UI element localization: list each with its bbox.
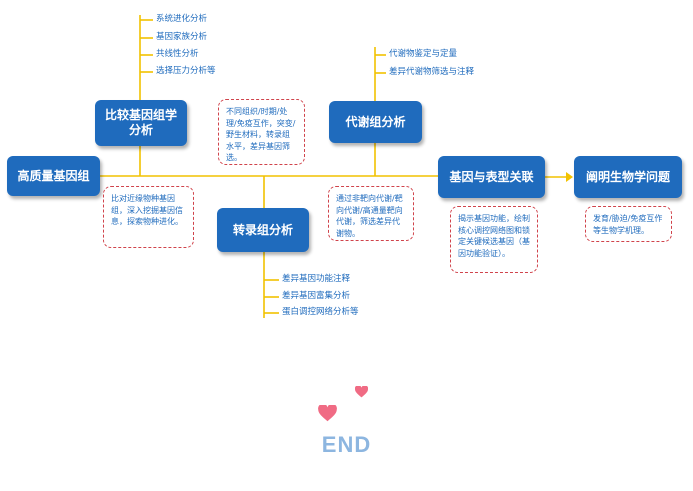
end-label: END — [321, 432, 372, 457]
branch-item: 基因家族分析 — [156, 32, 208, 42]
small-heart-icon — [355, 386, 368, 398]
note-comparative: 比对近缘物种基因组，深入挖掘基因信息，探索物种进化。 — [103, 186, 194, 248]
branch-item: 蛋白调控网络分析等 — [282, 307, 359, 317]
note-transcriptome: 不同组织/时期/处理/免疫互作，突变/野生材料，转录组水平，差异基因筛选。 — [218, 99, 305, 165]
heart-icon — [318, 405, 337, 422]
note-metabolome: 通过非靶向代谢/靶向代谢/高通量靶向代谢，筛选差异代谢物。 — [328, 186, 414, 241]
branch-item: 差异基因功能注释 — [282, 274, 351, 284]
node-transcriptome: 转录组分析 — [217, 208, 309, 252]
branch-item: 系统进化分析 — [156, 14, 208, 24]
branch-item: 选择压力分析等 — [156, 66, 216, 76]
node-comparative-genomics: 比较基因组学 分析 — [95, 100, 187, 146]
branch-item: 差异基因富集分析 — [282, 291, 351, 301]
note-biology: 发育/胁迫/免疫互作等生物学机理。 — [585, 206, 672, 242]
branch-item: 代谢物鉴定与定量 — [389, 49, 458, 59]
node-biology-question: 阐明生物学问题 — [574, 156, 682, 198]
node-gene-phenotype-association: 基因与表型关联 — [438, 156, 545, 198]
branch-item: 共线性分析 — [156, 49, 199, 59]
node-high-quality-genome: 高质量基因组 — [7, 156, 100, 196]
branch-item: 差异代谢物筛选与注释 — [389, 67, 475, 77]
node-metabolome: 代谢组分析 — [329, 101, 422, 143]
note-association: 揭示基因功能，绘制核心调控网络图和锁定关键候选基因（基因功能验证）。 — [450, 206, 538, 273]
